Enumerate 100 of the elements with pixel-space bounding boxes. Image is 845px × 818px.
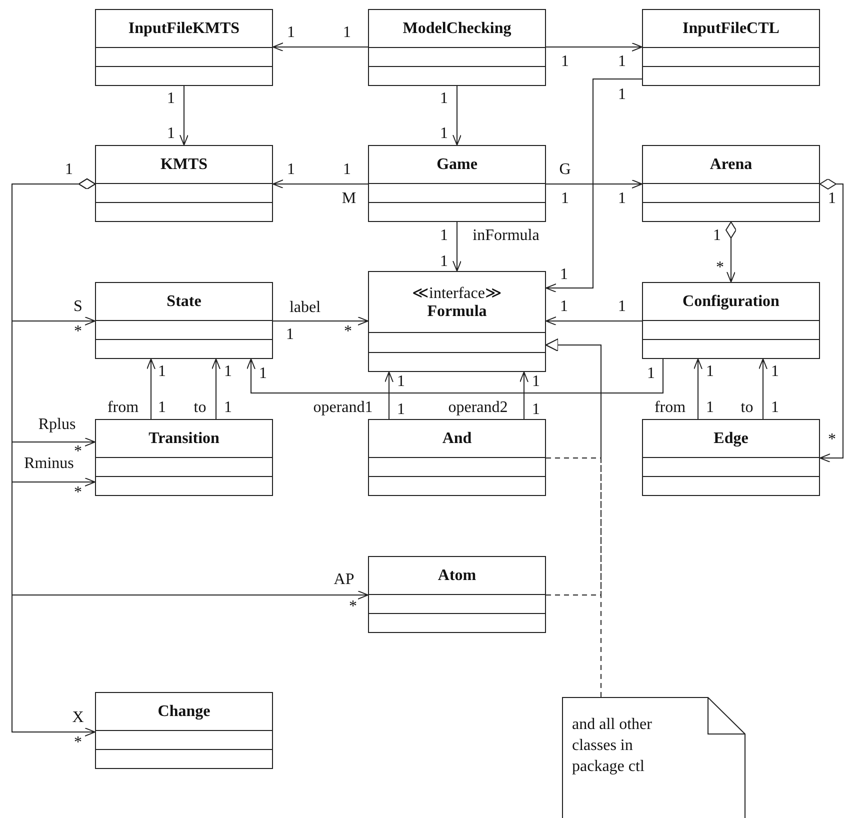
association-arrow [272,180,368,188]
multiplicity-label: 1 [647,366,655,382]
association-arrow [520,372,528,420]
association-arrow [726,222,736,282]
multiplicity-label: 1 [532,402,540,418]
class-box [368,556,546,633]
class-box [368,145,546,222]
multiplicity-label: 1 [618,54,626,70]
association-arrow [212,358,220,420]
role-label: inFormula [472,228,540,244]
association-arrow [694,358,702,420]
multiplicity-label: 1 [259,366,267,382]
role-label: M [342,191,356,207]
role-label: label [289,300,321,316]
multiplicity-label: 1 [440,91,448,107]
class-box [95,282,273,359]
association-arrow [384,372,394,420]
role-label: Rminus [24,456,74,472]
multiplicity-label: * [349,599,357,615]
multiplicity-label: 1 [224,364,232,380]
multiplicity-label: 1 [287,162,295,178]
multiplicity-label: 1 [440,126,448,142]
class-name: InputFileKMTS [128,20,240,38]
class-box [642,419,820,496]
association-arrow [758,358,768,420]
class-name: Change [158,702,210,720]
multiplicity-label: 1 [397,402,405,418]
role-label: S [74,299,82,315]
role-label: G [559,162,571,178]
class-box [642,282,820,359]
class-name: InputFileCTL [682,20,780,38]
multiplicity-label: 1 [287,25,295,41]
multiplicity-label: 1 [158,400,166,416]
class-name: State [166,292,202,310]
multiplicity-label: 1 [65,162,73,178]
role-label: AP [334,572,354,588]
association-arrow [180,86,188,146]
multiplicity-label: 1 [167,91,175,107]
class-box [95,419,273,496]
multiplicity-label: 1 [706,400,714,416]
multiplicity-label: 1 [532,374,540,390]
role-label: to [740,400,754,416]
multiplicity-label: * [74,735,82,751]
class-name: Atom [438,566,476,584]
association-arrow [246,358,664,394]
multiplicity-label: 1 [224,400,232,416]
role-label: X [72,710,84,726]
role-label: operand2 [448,400,508,416]
multiplicity-label: 1 [771,400,779,416]
stereotype-label: ≪interface≫ [412,284,502,303]
multiplicity-label: 1 [560,267,568,283]
association-arrow [452,86,462,146]
multiplicity-label: 1 [343,162,351,178]
class-name: KMTS [160,156,208,174]
multiplicity-label: 1 [561,54,569,70]
multiplicity-label: 1 [286,327,294,343]
multiplicity-label: 1 [561,191,569,207]
class-box [95,692,273,769]
multiplicity-label: 1 [397,374,405,390]
association-arrow [452,222,462,272]
class-box [368,271,546,372]
association-arrow [820,178,844,462]
multiplicity-label: 1 [618,299,626,315]
multiplicity-label: 1 [771,364,779,380]
class-name: Arena [710,156,752,174]
note-box [562,697,746,818]
association-arrow [272,42,368,52]
association-arrow [546,316,642,326]
class-name: Game [436,156,478,174]
class-name: Configuration [682,292,780,310]
class-name: ModelChecking [402,20,512,38]
association-arrow [546,180,642,188]
class-box [642,145,820,222]
multiplicity-label: * [344,324,352,340]
role-label: from [654,400,686,416]
association-arrow [546,42,642,52]
class-box [642,9,820,86]
class-name: Formula [427,303,487,321]
class-box [95,145,273,222]
multiplicity-label: 1 [560,299,568,315]
role-label: from [107,400,139,416]
multiplicity-label: 1 [158,364,166,380]
multiplicity-label: 1 [440,254,448,270]
role-label: Rplus [38,417,76,433]
class-name: And [442,430,472,448]
multiplicity-label: 1 [618,191,626,207]
note-text: and all other classes in package ctl [572,715,653,777]
multiplicity-label: 1 [440,228,448,244]
association-arrow [546,78,642,292]
class-name: Transition [148,430,220,448]
multiplicity-label: 1 [343,25,351,41]
multiplicity-label: * [716,260,724,276]
class-box [368,419,546,496]
multiplicity-label: 1 [618,87,626,103]
multiplicity-label: * [74,444,82,460]
class-name: Edge [714,430,748,448]
association-arrow [12,178,96,736]
role-label: to [194,400,206,416]
multiplicity-label: 1 [713,228,721,244]
role-label: operand1 [313,400,373,416]
